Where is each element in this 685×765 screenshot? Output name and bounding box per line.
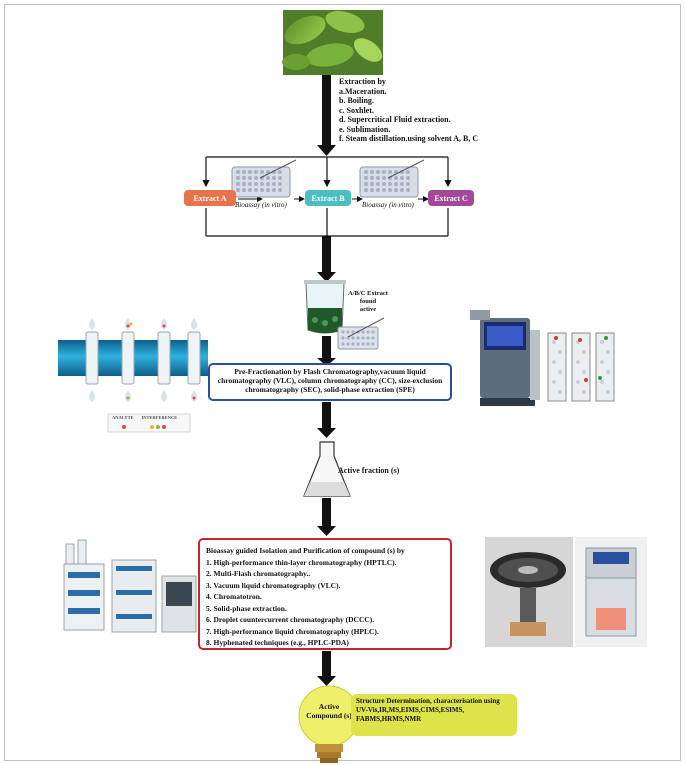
extraction-method: b. Boiling. bbox=[339, 96, 374, 105]
isolation-method: 2. Multi-Flash chromatography.. bbox=[206, 569, 311, 578]
active-compound-label: Active Compound (s) bbox=[302, 702, 356, 720]
column-legend: ANALYTE INTERFERENCE bbox=[112, 415, 177, 420]
isolation-heading: Bioassay guided Isolation and Purificati… bbox=[206, 546, 405, 555]
isolation-method: 7. High-performance liquid chromatograph… bbox=[206, 626, 379, 636]
extraction-methods: Extraction by a.Maceration. b. Boiling. … bbox=[339, 77, 539, 144]
extract-c-box: Extract C bbox=[428, 190, 474, 206]
well-plate-3 bbox=[337, 317, 385, 350]
structure-text: Structure Determination, characterisatio… bbox=[356, 697, 500, 723]
flash-chromatography-instrument bbox=[470, 310, 540, 406]
hplc-instruments-illustration bbox=[63, 539, 197, 633]
active-extract-line: active bbox=[359, 306, 377, 313]
flask-icon bbox=[303, 441, 351, 497]
active-extract-line: found bbox=[359, 298, 377, 305]
prefractionation-text: Pre-Fractionation by Flash Chromatograph… bbox=[217, 367, 443, 394]
spe-columns-illustration bbox=[58, 318, 208, 433]
legend-analyte: ANALYTE bbox=[112, 415, 134, 420]
well-plate-1 bbox=[231, 159, 297, 198]
isolation-method: 4. Chromatotron. bbox=[206, 592, 262, 601]
extraction-method: f. Steam distillation.using solvent A, B… bbox=[339, 134, 479, 143]
isolation-method: 5. Solid-phase extraction. bbox=[206, 603, 287, 613]
dccc-instrument-photo bbox=[575, 537, 647, 647]
extraction-method: c. Soxhlet. bbox=[339, 105, 374, 115]
active-fraction-label: Active fraction (s) bbox=[338, 466, 400, 475]
bioassay-label-1: Bioassay (in vitro) bbox=[235, 201, 287, 209]
bioassay-label-2: Bioassay (in vitro) bbox=[362, 201, 414, 209]
column-stack-illustration bbox=[547, 332, 615, 402]
extraction-method: d. Supercritical Fluid extraction. bbox=[339, 115, 451, 124]
isolation-box: Bioassay guided Isolation and Purificati… bbox=[198, 538, 452, 650]
isolation-method: 8. Hyphenated techniques (e.g., HPLC-PDA… bbox=[206, 638, 349, 647]
extraction-heading: Extraction by bbox=[339, 77, 386, 86]
figure-frame bbox=[4, 4, 681, 761]
active-extract-line: A/B/C Extract bbox=[348, 290, 388, 297]
extract-a-box: Extract A bbox=[184, 190, 236, 206]
plant-photo bbox=[282, 10, 383, 75]
prefractionation-box: Pre-Fractionation by Flash Chromatograph… bbox=[208, 363, 452, 401]
active-extract-label: A/B/C Extract found active bbox=[346, 290, 390, 314]
light-bulb-icon bbox=[298, 685, 360, 763]
isolation-method: 1. High-performance thin-layer chromatog… bbox=[206, 557, 397, 567]
chromatotron-photo bbox=[485, 537, 573, 647]
extraction-method: e. Sublimation. bbox=[339, 124, 391, 134]
beaker-icon bbox=[304, 280, 346, 334]
active-compound-line: Active bbox=[318, 702, 340, 711]
legend-interference: INTERFERENCE bbox=[141, 415, 178, 420]
isolation-method: 3. Vacuum liquid chromatography (VLC). bbox=[206, 580, 341, 590]
extraction-method: a.Maceration. bbox=[339, 86, 387, 96]
main-arrow-1 bbox=[322, 75, 331, 147]
isolation-method: 6. Droplet countercurrent chromatography… bbox=[206, 615, 375, 624]
well-plate-2 bbox=[359, 159, 425, 198]
active-compound-line: Compound (s) bbox=[306, 711, 352, 720]
extract-b-box: Extract B bbox=[305, 190, 351, 206]
structure-determination-box: Structure Determination, characterisatio… bbox=[351, 694, 517, 736]
